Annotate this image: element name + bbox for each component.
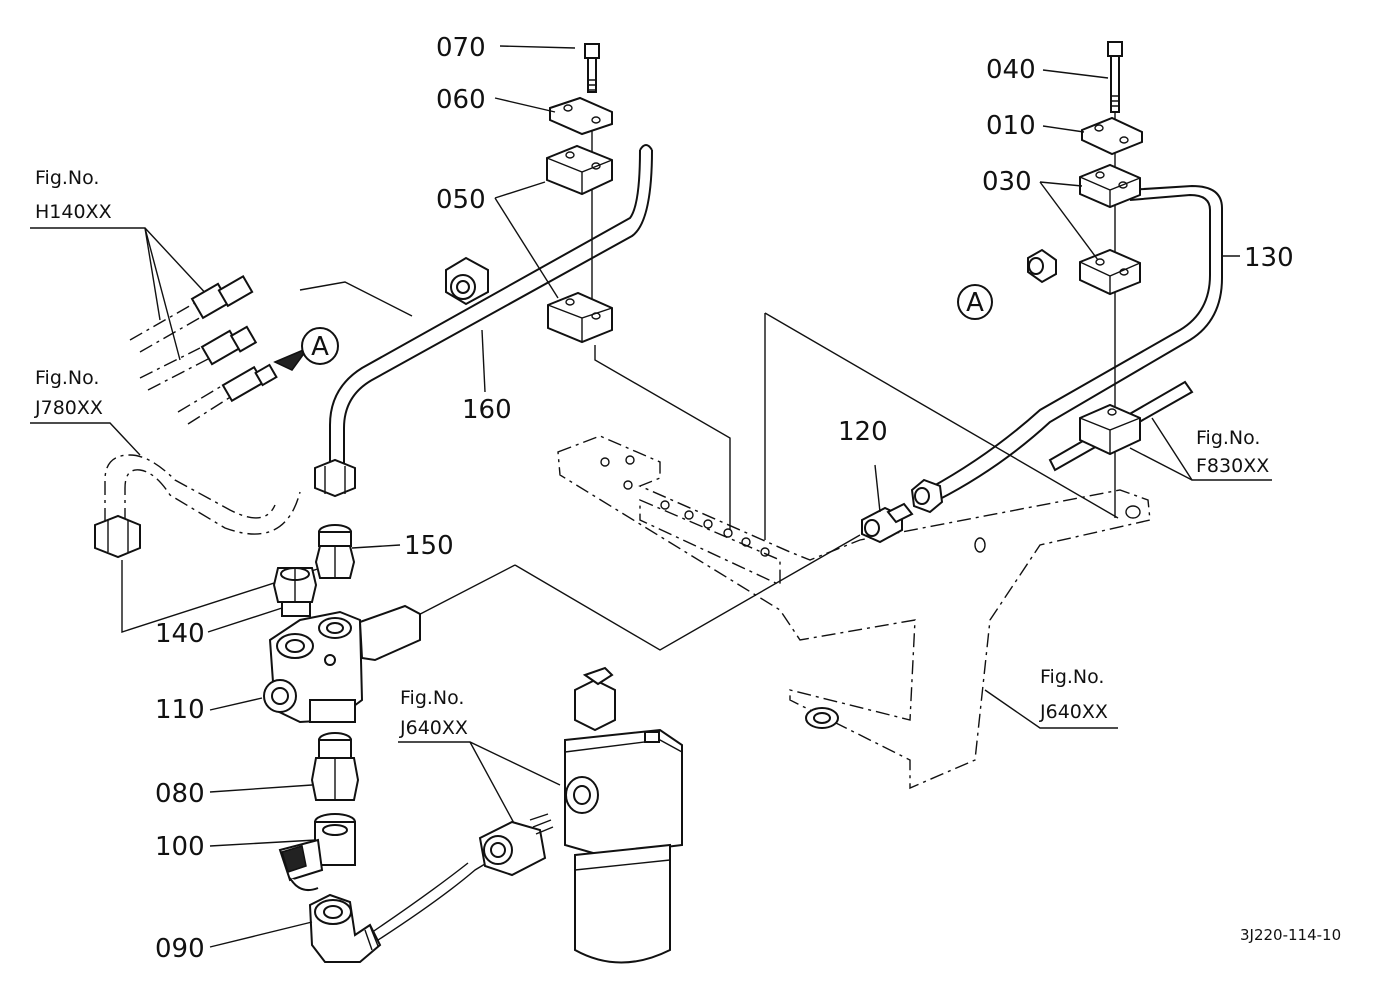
drawing-code: 3J220-114-10 — [1240, 926, 1341, 944]
label-100: 100 — [155, 832, 205, 862]
connection-marker-right: A — [957, 284, 993, 320]
reference-lines — [30, 108, 1272, 826]
label-080: 080 — [155, 779, 205, 809]
label-040: 040 — [986, 55, 1036, 85]
fig-ref-j640-frame-title: Fig.No. — [1040, 666, 1104, 688]
valve-110 — [263, 604, 421, 724]
label-030: 030 — [982, 167, 1032, 197]
tube-nut-130-upper — [1027, 248, 1057, 284]
connection-marker-left-text: A — [311, 332, 329, 362]
fig-ref-h140-code: H140XX — [35, 201, 112, 223]
part-labels: 070 060 050 040 010 030 130 160 120 150 … — [155, 33, 1294, 964]
fig-ref-h140-title: Fig.No. — [35, 167, 99, 189]
label-leaders — [207, 45, 1240, 948]
tube-nut-j780 — [94, 514, 141, 559]
label-070: 070 — [436, 33, 486, 63]
label-130: 130 — [1244, 243, 1294, 273]
label-050: 050 — [436, 185, 486, 215]
frame-bracket — [557, 435, 1151, 790]
figure-ref-j780: Fig.No. J780XX — [34, 367, 103, 419]
fig-ref-j640-filter-code: J640XX — [399, 717, 468, 739]
clamp-050-lower — [547, 291, 613, 344]
label-010: 010 — [986, 111, 1036, 141]
fig-ref-j780-code: J780XX — [34, 397, 103, 419]
tube-nut-160-lower — [314, 458, 356, 498]
bolt-040 — [1107, 41, 1123, 113]
figure-ref-j640-frame: Fig.No. J640XX — [1039, 666, 1108, 723]
label-060: 060 — [436, 85, 486, 115]
fitting-150 — [314, 524, 356, 579]
elbow-090 — [308, 893, 382, 963]
plate-010 — [1081, 116, 1143, 156]
fig-ref-f830-title: Fig.No. — [1196, 427, 1260, 449]
plate-060 — [549, 96, 613, 136]
figure-ref-h140: Fig.No. H140XX — [35, 167, 112, 223]
tee-100 — [278, 813, 356, 891]
clamp-050-upper — [546, 144, 613, 196]
fitting-140 — [272, 567, 318, 617]
filter-adapter — [478, 813, 554, 877]
label-140: 140 — [155, 619, 205, 649]
label-120: 120 — [838, 417, 888, 447]
tube-nut-130-lower — [910, 478, 944, 514]
fig-ref-f830-code: F830XX — [1196, 455, 1269, 477]
fig-ref-j640-filter-title: Fig.No. — [400, 687, 464, 709]
label-090: 090 — [155, 934, 205, 964]
f830-clamp — [1048, 380, 1194, 472]
tube-nut-160 — [445, 256, 489, 306]
figure-ref-j640-filter: Fig.No. J640XX — [399, 687, 468, 739]
clamp-030-upper — [1079, 163, 1141, 209]
hydraulic-filter — [564, 666, 683, 964]
bolt-070 — [584, 43, 600, 93]
figure-ref-f830: Fig.No. F830XX — [1196, 427, 1269, 477]
tubes — [104, 144, 1223, 943]
h140-hose-fittings — [190, 274, 311, 403]
fig-ref-j640-frame-code: J640XX — [1039, 701, 1108, 723]
adapter-120 — [861, 502, 914, 544]
label-150: 150 — [404, 531, 454, 561]
connection-marker-right-text: A — [966, 288, 984, 318]
label-160: 160 — [462, 395, 512, 425]
clamp-030-lower — [1079, 248, 1141, 296]
label-110: 110 — [155, 695, 205, 725]
connection-marker-left: A — [301, 327, 339, 365]
fitting-080 — [310, 732, 360, 801]
fig-ref-j780-title: Fig.No. — [35, 367, 99, 389]
